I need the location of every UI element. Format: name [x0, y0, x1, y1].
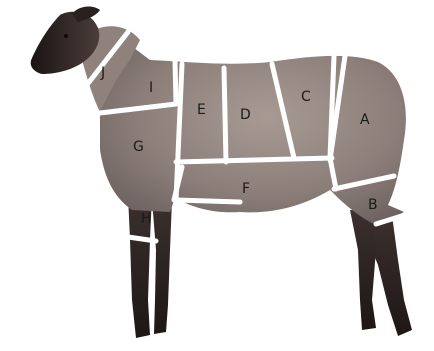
cut-label-f: F	[242, 181, 250, 197]
cut-label-g: G	[133, 139, 144, 155]
cut-label-i: I	[149, 80, 153, 96]
cut-label-c: C	[301, 89, 311, 105]
cut-label-b: B	[368, 197, 378, 213]
hind-right-leg	[350, 210, 376, 330]
cut-label-h: H	[141, 211, 152, 227]
cut-label-e: E	[197, 102, 206, 118]
cut-label-a: A	[360, 112, 370, 128]
sheep-body	[99, 45, 406, 226]
sheep-eye	[64, 34, 68, 38]
front-right-leg	[152, 200, 172, 334]
cut-label-d: D	[240, 107, 251, 123]
cut-label-j: J	[100, 65, 105, 81]
